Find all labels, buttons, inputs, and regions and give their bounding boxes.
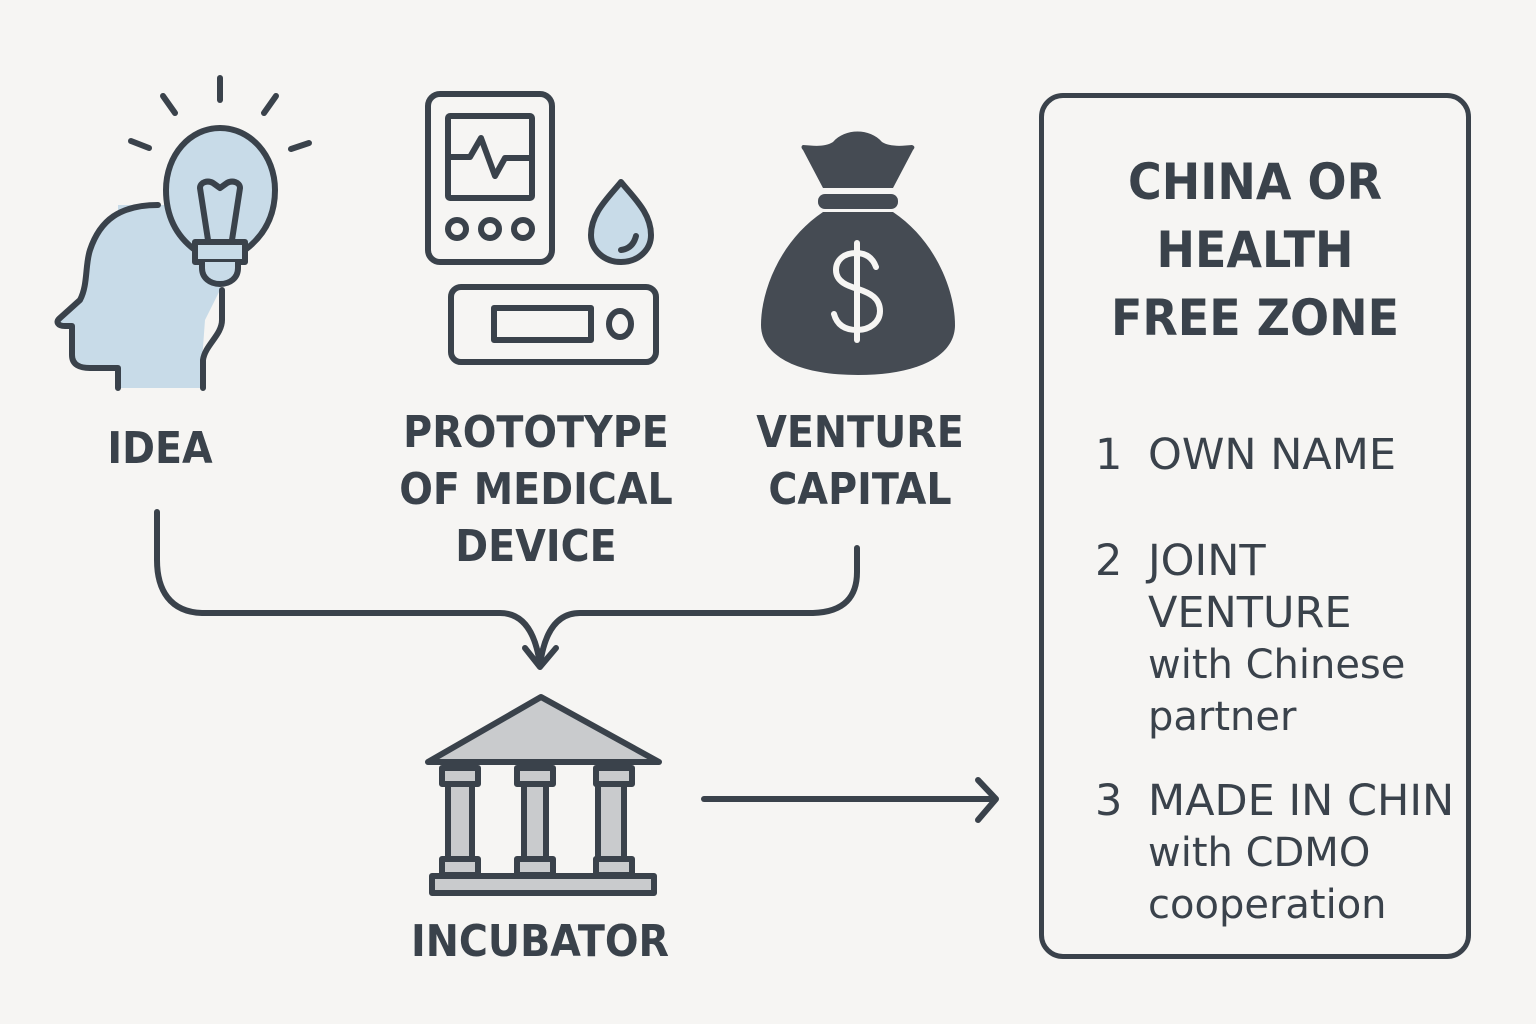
free-zone-title-line: FREE ZONE xyxy=(1110,289,1400,347)
merge-arrow-icon xyxy=(154,509,860,670)
institution-building-icon xyxy=(425,694,662,896)
money-bag-icon xyxy=(761,131,955,375)
free-zone-title-line: CHINA OR xyxy=(1127,153,1383,211)
venture-label: VENTURE CAPITAL xyxy=(748,404,973,518)
option-number: 2 xyxy=(1095,536,1123,586)
right-arrow-icon xyxy=(701,777,999,823)
prototype-label: PROTOTYPE OF MEDICAL DEVICE xyxy=(392,404,680,575)
option-subtitle-line: cooperation xyxy=(1148,882,1387,928)
head-lightbulb-icon xyxy=(54,75,312,391)
prototype-label-line: DEVICE xyxy=(455,521,617,572)
option-title-line: JOINT xyxy=(1148,536,1266,586)
venture-label-line: VENTURE xyxy=(756,407,964,458)
incubator-label: INCUBATOR xyxy=(410,916,670,967)
prototype-label-line: PROTOTYPE xyxy=(403,407,669,458)
option-number: 1 xyxy=(1095,430,1123,480)
free-zone-title: CHINA OR HEALTH FREE ZONE xyxy=(1056,148,1453,352)
medical-device-icon xyxy=(425,91,659,365)
option-subtitle-line: partner xyxy=(1148,694,1297,740)
free-zone-panel xyxy=(1039,93,1471,959)
prototype-label-line: OF MEDICAL xyxy=(399,464,673,515)
option-title-line: MADE IN CHIN xyxy=(1148,776,1455,826)
option-title-line: OWN NAME xyxy=(1148,430,1397,480)
free-zone-title-line: HEALTH xyxy=(1156,221,1354,279)
option-number: 3 xyxy=(1095,776,1123,826)
idea-label: IDEA xyxy=(107,423,213,474)
venture-label-line: CAPITAL xyxy=(768,464,952,515)
option-subtitle-line: with CDMO xyxy=(1148,830,1371,876)
option-title-line: VENTURE xyxy=(1148,588,1352,638)
option-subtitle-line: with Chinese xyxy=(1148,642,1406,688)
